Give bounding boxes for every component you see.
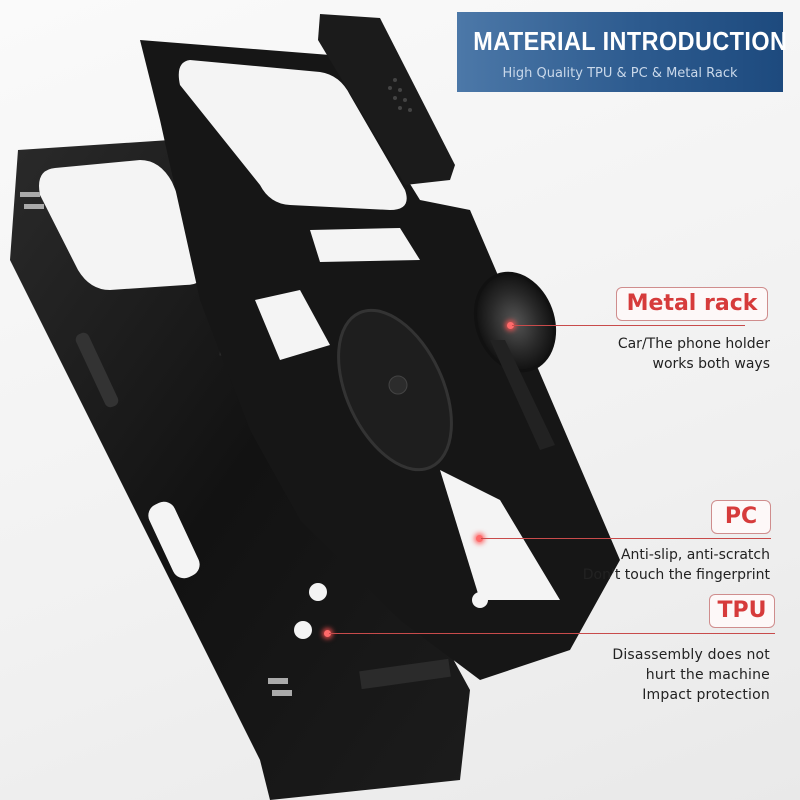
camera-slide-cover <box>318 14 455 185</box>
pc-pointer-dot <box>476 535 483 542</box>
tpu-description: Disassembly does not hurt the machine Im… <box>612 647 770 703</box>
tpu-leader-line <box>329 633 775 634</box>
metal-rack-pointer-dot <box>507 322 514 329</box>
banner-title: MATERIAL INTRODUCTION <box>473 26 788 56</box>
tpu-shell <box>10 140 470 800</box>
pc-label: PC <box>711 500 771 534</box>
tpu-pointer-dot <box>324 630 331 637</box>
material-introduction-banner: MATERIAL INTRODUCTION High Quality TPU &… <box>457 12 788 92</box>
pc-leader-line <box>481 538 771 539</box>
banner-subtitle: High Quality TPU & PC & Metal Rack <box>502 66 738 81</box>
metal-ring-holder <box>473 271 557 450</box>
metal-rack-leader-line <box>512 325 745 326</box>
metal-rack-label: Metal rack <box>616 287 768 321</box>
metal-rack-description: Car/The phone holder works both ways <box>617 336 770 372</box>
tpu-label: TPU <box>709 594 775 628</box>
pc-frame <box>140 40 620 680</box>
pc-description: Anti-slip, anti-scratch Don't touch the … <box>582 547 770 583</box>
